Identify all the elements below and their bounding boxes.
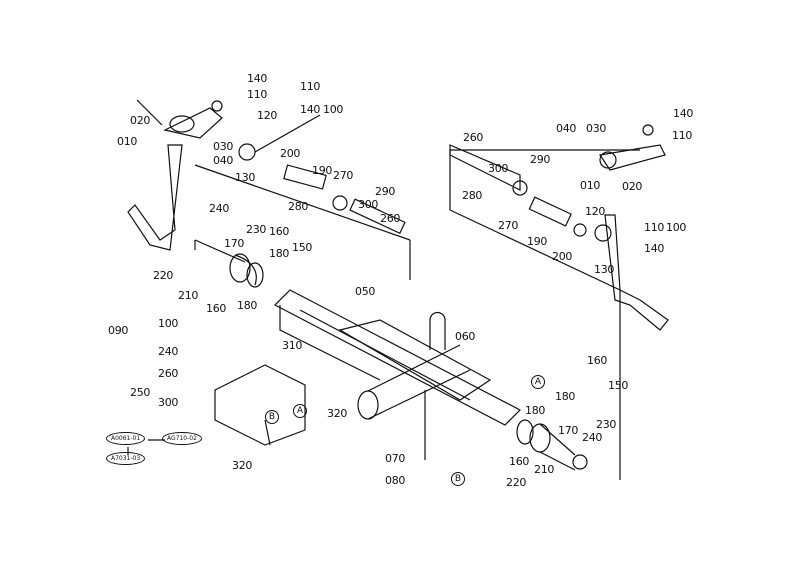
part-number-label: 160 [509,455,530,468]
part-number-label: 240 [582,431,603,444]
part-number-label: 260 [380,212,401,225]
part-number-label: 210 [178,289,199,302]
part-number-label: 110 [672,129,693,142]
reference-tag: A0061-01 [106,432,146,445]
part-number-label: 070 [385,452,406,465]
part-number-label: 260 [158,367,179,380]
part-number-label: 180 [525,404,546,417]
part-number-label: 100 [666,221,687,234]
part-number-label: 090 [108,324,129,337]
part-number-label: 280 [462,189,483,202]
part-number-label: 190 [527,235,548,248]
part-number-label: 110 [247,88,268,101]
callout-a: A [293,404,307,418]
part-number-label: 180 [237,299,258,312]
part-number-label: 170 [558,424,579,437]
part-number-label: 180 [555,390,576,403]
part-number-label: 010 [117,135,138,148]
part-number-label: 130 [594,263,615,276]
part-number-label: 170 [224,237,245,250]
part-number-label: 030 [213,140,234,153]
reference-tag: AG710-02 [162,432,202,445]
part-number-label: 080 [385,474,406,487]
part-number-label: 270 [498,219,519,232]
right-cylinder-end [516,419,588,471]
part-number-label: 250 [130,386,151,399]
left-tie-rod [194,114,411,280]
part-number-label: 140 [247,72,268,85]
part-number-label: 160 [587,354,608,367]
right-tie-rod [449,144,640,480]
part-number-label: 140 [673,107,694,120]
part-number-label: 290 [530,153,551,166]
part-number-label: 300 [488,162,509,175]
part-number-label: 260 [463,131,484,144]
part-number-label: 230 [596,418,617,431]
part-number-label: 150 [292,241,313,254]
part-number-label: 310 [282,339,303,352]
part-number-label: 030 [586,122,607,135]
part-number-label: 280 [288,200,309,213]
part-number-label: 010 [580,179,601,192]
part-number-label: 300 [358,198,379,211]
left-knuckle-arm [127,99,223,251]
part-number-label: 020 [622,180,643,193]
part-number-label: 130 [235,171,256,184]
part-number-label: 200 [552,250,573,263]
part-number-label: 220 [506,476,527,489]
part-number-label: 210 [534,463,555,476]
part-number-label: 140 [644,242,665,255]
cylinder-assembly [194,239,522,460]
part-number-label: 240 [209,202,230,215]
part-number-label: 110 [300,80,321,93]
part-number-label: 300 [158,396,179,409]
part-number-label: 180 [269,247,290,260]
part-number-label: 320 [232,459,253,472]
reference-tag: A7031-03 [106,452,146,465]
right-knuckle-arm [598,124,669,331]
part-number-label: 290 [375,185,396,198]
part-number-label: 140 [300,103,321,116]
part-number-label: 160 [269,225,290,238]
part-number-label: 100 [323,103,344,116]
part-number-label: 320 [327,407,348,420]
callout-a: A [531,375,545,389]
part-number-label: 100 [158,317,179,330]
part-number-label: 240 [158,345,179,358]
part-number-label: 120 [585,205,606,218]
part-number-label: 040 [556,122,577,135]
part-number-label: 120 [257,109,278,122]
part-number-label: 040 [213,154,234,167]
part-number-label: 230 [246,223,267,236]
part-number-label: 160 [206,302,227,315]
part-number-label: 190 [312,164,333,177]
part-number-label: 270 [333,169,354,182]
part-number-label: 110 [644,221,665,234]
part-number-label: 020 [130,114,151,127]
callout-b: B [265,410,279,424]
part-number-label: 200 [280,147,301,160]
callout-b: B [451,472,465,486]
part-number-label: 060 [455,330,476,343]
part-number-label: 150 [608,379,629,392]
part-number-label: 050 [355,285,376,298]
part-number-label: 220 [153,269,174,282]
